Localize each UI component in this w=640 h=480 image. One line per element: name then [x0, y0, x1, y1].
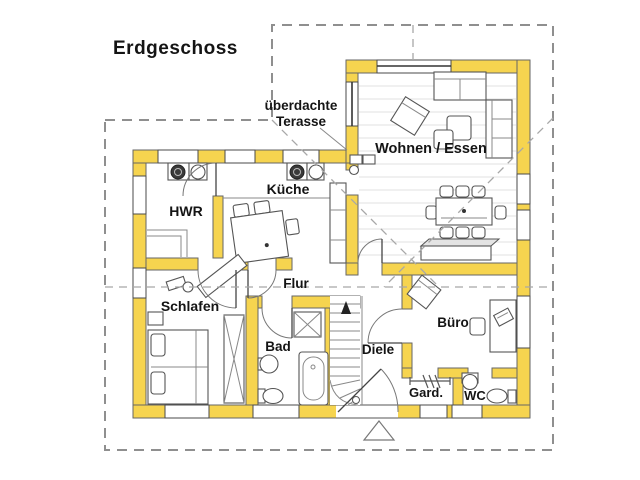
- gard-wc-fittings: [409, 372, 517, 404]
- room-label-living-dining: Wohnen / Essen: [375, 141, 487, 157]
- room-label-bathroom: Bad: [265, 339, 291, 354]
- chair: [425, 205, 438, 220]
- window: [252, 404, 300, 419]
- window: [451, 404, 483, 419]
- window: [164, 404, 210, 419]
- labels: Erdgeschoss überdachte Terasse Wohnen / …: [113, 38, 487, 403]
- wall-hall-north-a: [145, 257, 199, 271]
- roof-overhang-outline: [104, 24, 554, 451]
- toilet-symbol: [262, 387, 284, 405]
- chair: [494, 205, 507, 220]
- window: [516, 209, 531, 241]
- room-label-entrance-hall: Diele: [362, 342, 395, 357]
- door-arc-hwr: [182, 162, 217, 197]
- desk-chair: [469, 317, 486, 336]
- wall-dining-south-corner: [345, 262, 359, 276]
- front-door-opening: [336, 405, 398, 418]
- window: [157, 149, 199, 164]
- room-label-utility: HWR: [169, 203, 202, 219]
- room-label-hallway: Flur: [283, 276, 309, 291]
- roof-outline: [104, 24, 554, 451]
- windows: [132, 59, 531, 419]
- living-room-furniture: [348, 71, 513, 261]
- wc-toilet-symbol: [486, 388, 508, 404]
- bath-sink-symbol: [259, 354, 279, 374]
- chair: [285, 218, 300, 236]
- laptop-symbol: [492, 307, 515, 327]
- room-label-office: Büro: [437, 315, 469, 330]
- nightstand: [147, 311, 164, 326]
- chair: [439, 185, 454, 198]
- room-label-wardrobe: Gard.: [409, 385, 443, 400]
- side-table: [433, 129, 454, 150]
- door-arc-bedroom: [197, 269, 237, 309]
- roof-hip-line: [383, 117, 554, 288]
- door-arc-bathroom: [261, 307, 293, 339]
- door-arc-dining: [357, 238, 383, 264]
- room-label-kitchen: Küche: [267, 181, 310, 197]
- doors: [182, 162, 403, 441]
- wall-office-south-c: [491, 367, 518, 379]
- wall-bedroom-bath: [245, 295, 259, 406]
- window: [419, 404, 448, 419]
- window: [132, 267, 147, 299]
- kitchen-table: [230, 210, 290, 265]
- terrace-label-leader: [319, 127, 348, 151]
- window: [516, 173, 531, 205]
- pillow: [150, 371, 166, 395]
- staircase: [329, 296, 363, 406]
- desk: [489, 299, 517, 353]
- room-label-wc: WC: [464, 388, 486, 403]
- wall-hwr-kitchen: [212, 195, 224, 259]
- chair: [439, 226, 454, 239]
- door-arc-entrance: [380, 368, 399, 413]
- door-arc-office: [367, 308, 403, 344]
- washer-symbol: [170, 164, 186, 180]
- sideboard: [419, 238, 501, 261]
- room-label-terrace-2: Terasse: [276, 114, 327, 129]
- bathroom-fittings: [257, 311, 329, 406]
- chair: [471, 226, 486, 239]
- room-label-terrace-1: überdachte: [265, 98, 338, 113]
- kitchen-tall-unit: [329, 182, 347, 264]
- chair: [455, 185, 470, 198]
- dryer-symbol: [190, 164, 206, 180]
- office-furniture: [406, 274, 517, 353]
- window: [132, 175, 147, 215]
- window: [224, 149, 256, 164]
- room-label-bedroom: Schlafen: [161, 298, 219, 314]
- armchair: [389, 95, 431, 137]
- utility-counter: [147, 229, 188, 257]
- sink-symbol: [308, 164, 324, 180]
- page-title: Erdgeschoss: [113, 38, 238, 59]
- bedroom-furniture: [147, 275, 245, 405]
- entrance-marker: [362, 420, 396, 441]
- stair-direction-arrow: [341, 301, 351, 314]
- wall-hall-north-c: [275, 257, 293, 271]
- wall-dining-south: [381, 262, 518, 276]
- bathtub-symbol: [298, 351, 329, 406]
- dining-set: [425, 185, 507, 239]
- wall-office-west-b: [401, 342, 413, 369]
- wc-sink-symbol: [461, 373, 479, 391]
- chair: [455, 226, 470, 239]
- cooktop-symbol: [289, 164, 305, 180]
- kitchen-table-group: [230, 200, 300, 265]
- door-arc-kitchen: [247, 269, 277, 299]
- wall-office-south-a: [401, 367, 413, 379]
- sofa-long: [485, 99, 513, 159]
- pillow: [150, 333, 166, 357]
- window: [516, 295, 531, 349]
- wall-lamp: [165, 275, 187, 292]
- utility-room-fittings: [147, 162, 208, 257]
